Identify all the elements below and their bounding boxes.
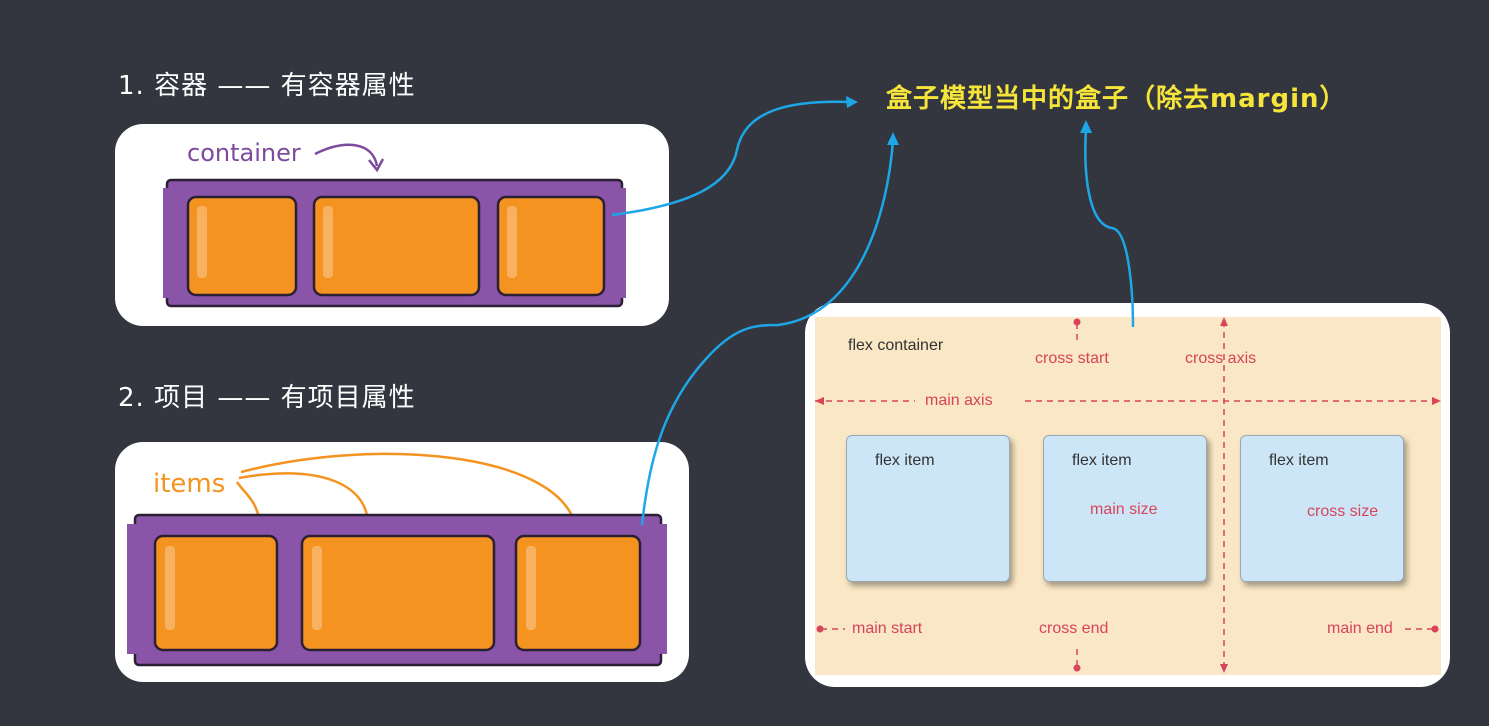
container-illustration: container [115, 124, 669, 326]
main-size-label: main size [1090, 501, 1158, 518]
items-caption: items [153, 469, 225, 499]
items-illustration: items [115, 442, 689, 682]
arrowhead-1 [846, 96, 858, 108]
items-heading: 2. 项目 —— 有项目属性 [118, 383, 416, 413]
container-pointer-arrow [314, 143, 379, 167]
flex-item-3: flex item [1240, 435, 1404, 582]
flex-item-label: flex item [1269, 452, 1329, 469]
flex-item-2: flex item [1043, 435, 1207, 582]
container-caption: container [187, 139, 301, 167]
container-drawing: container [163, 139, 626, 308]
flex-item-label: flex item [1072, 452, 1132, 469]
flex-item-label: flex item [875, 452, 935, 469]
diagram-to-title-arrow [1084, 127, 1135, 328]
item-box-2 [300, 534, 496, 652]
box-model-title: 盒子模型当中的盒子（除去margin） [886, 84, 1347, 114]
orange-box-1 [186, 195, 298, 297]
container-heading: 1. 容器 —— 有容器属性 [118, 71, 416, 101]
orange-box-2 [312, 195, 481, 297]
item-box-3 [514, 534, 642, 652]
flex-container-area: flex container cross start cross axis ma… [815, 317, 1441, 675]
orange-box-3 [496, 195, 606, 297]
arrowhead-2 [887, 132, 899, 145]
main-start-label: main start [852, 620, 923, 637]
main-axis-label: main axis [925, 392, 993, 409]
flex-model-diagram: flex container cross start cross axis ma… [805, 303, 1450, 687]
flex-container-label: flex container [848, 337, 944, 354]
cross-start-label: cross start [1035, 350, 1109, 367]
cross-size-label: cross size [1307, 503, 1379, 520]
arrowhead-3 [1080, 120, 1092, 133]
main-end-label: main end [1327, 620, 1393, 637]
cross-axis-label: cross axis [1185, 350, 1257, 367]
item-box-1 [153, 534, 279, 652]
flex-item-1: flex item [846, 435, 1010, 582]
items-drawing: items [127, 452, 667, 667]
cross-end-label: cross end [1039, 620, 1109, 637]
